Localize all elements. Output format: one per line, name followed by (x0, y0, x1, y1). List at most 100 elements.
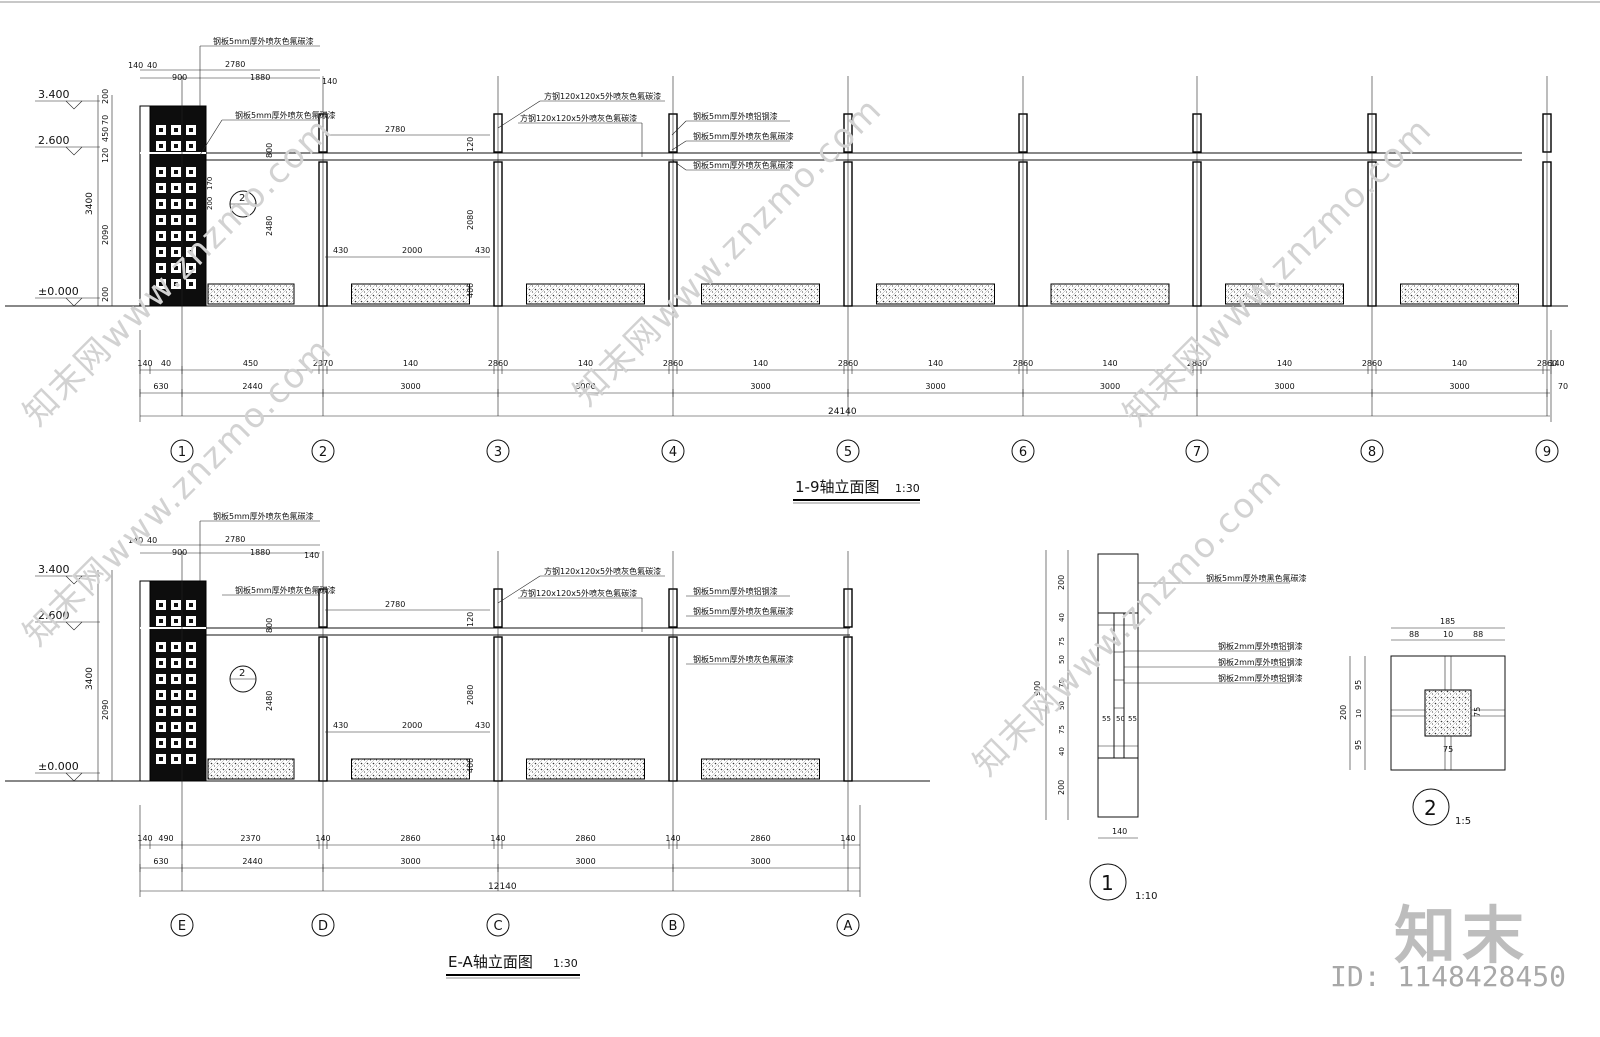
panel-hole (171, 658, 181, 668)
panel-hole (156, 167, 166, 177)
detail-1-outline (1097, 553, 1139, 818)
dim-label: 140 (1549, 359, 1564, 368)
bench (1400, 283, 1519, 305)
dim-3400: 3400 (85, 192, 95, 215)
panel-hole (156, 183, 166, 193)
panel-hole (186, 754, 196, 764)
dim-label: 70 (1558, 382, 1568, 391)
detail-1-bubble (1089, 863, 1127, 901)
panel-hole (171, 616, 181, 626)
dim-label: 2440 (242, 382, 262, 391)
dim-label: 140 (928, 359, 943, 368)
d1-dim-40-bottom: 40 (1058, 747, 1066, 756)
dim-label: 140 (753, 359, 768, 368)
dim-2080: 2080 (466, 210, 475, 230)
bench (351, 758, 470, 780)
panel-hole (171, 215, 181, 225)
dim-top-1880-ea: 1880 (250, 548, 270, 557)
axis-bubble (836, 439, 860, 463)
panel-hole (171, 722, 181, 732)
panel-hole (171, 125, 181, 135)
dim-label: 2860 (663, 359, 683, 368)
dim-top-40-ea: 40 (147, 536, 157, 545)
dim-2000: 2000 (402, 246, 422, 255)
axis-label: 5 (844, 445, 852, 460)
panel-hole (171, 247, 181, 257)
dim-2090-ea: 2090 (101, 700, 110, 720)
panel-hole (186, 738, 196, 748)
dim-label: 2860 (1537, 359, 1557, 368)
dim-2080-ea: 2080 (466, 685, 475, 705)
axis-bubble (661, 913, 685, 937)
level-3400-ea: 3.400 (35, 563, 100, 585)
scale-1-9: 1:30 (895, 482, 920, 495)
panel-hole (186, 199, 196, 209)
dim-label: 3000 (575, 382, 595, 391)
d1-note-0: 钢板5mm厚外喷黑色氟碳漆 (1206, 573, 1307, 583)
axis-bubble (1011, 439, 1035, 463)
d2-dim-95b: 95 (1354, 740, 1363, 750)
panel-hole (156, 600, 166, 610)
level-0000-label: ±0.000 (38, 285, 79, 298)
d1-note-2: 钢板2mm厚外喷铝钢漆 (1218, 657, 1303, 667)
axis-label: 8 (1368, 445, 1376, 460)
dim-label: 2440 (242, 857, 262, 866)
bench (526, 758, 645, 780)
dim-3400-ea: 3400 (85, 667, 95, 690)
detail-2-bubble (1412, 788, 1450, 826)
panel-hole (156, 690, 166, 700)
axis-bubble (486, 913, 510, 937)
dim-top-140b-ea: 140 (304, 551, 319, 560)
d1-dim-55b: 55 (1128, 715, 1137, 723)
note-right-1-ea: 钢板5mm厚外喷铝钢漆 (693, 586, 778, 596)
d1-note-3: 钢板2mm厚外喷铝钢漆 (1218, 673, 1303, 683)
dim-2000-ea: 2000 (402, 721, 422, 730)
axis-label: A (844, 919, 853, 934)
d1-dim-50-bottom: 50 (1058, 701, 1066, 710)
posts-ea (181, 551, 853, 891)
panel-hole (171, 706, 181, 716)
level-3400: 3.400 (35, 88, 100, 110)
bench (1050, 283, 1170, 305)
dim-label: 3000 (400, 382, 420, 391)
panel-holes (156, 125, 196, 289)
panel-hole (156, 279, 166, 289)
dim-430-right-ea: 430 (475, 721, 490, 730)
dim-top-140b: 140 (322, 77, 337, 86)
panel-hole (171, 167, 181, 177)
panel-hole (156, 738, 166, 748)
bench (207, 758, 295, 780)
dim-label: 490 (158, 834, 173, 843)
dim-label: 140 (840, 834, 855, 843)
panel-hole (156, 231, 166, 241)
axis-bubble (836, 913, 860, 937)
dim-800-ea: 800 (265, 618, 274, 633)
note-panel-plate: 钢板5mm厚外喷灰色氟碳漆 (235, 110, 336, 120)
panel-hole (186, 642, 196, 652)
panel-hole (186, 167, 196, 177)
dim-2480: 2480 (265, 216, 274, 236)
axis-bubble (486, 439, 510, 463)
bench (351, 283, 470, 305)
d1-dim-200-top: 200 (1057, 575, 1066, 590)
panel-hole (186, 279, 196, 289)
panel-hole (156, 199, 166, 209)
d1-dim-55a: 55 (1102, 715, 1111, 723)
detail-1: 900 200 40 75 50 70 50 75 40 200 55 50 5… (1033, 550, 1307, 902)
panel-edge-post (139, 105, 151, 307)
dim-120-mid: 120 (466, 137, 475, 152)
level-3400-ea-label: 3.400 (38, 563, 70, 576)
axis-label: 4 (669, 445, 677, 460)
dim-70: 70 (101, 115, 110, 125)
dim-label: 3000 (575, 857, 595, 866)
dim-label: 140 (137, 834, 152, 843)
bench (526, 283, 645, 305)
d2-dim-95a: 95 (1354, 680, 1363, 690)
dim-label: 3000 (925, 382, 945, 391)
note-tube-inner: 方钢120x120x5外喷灰色氟碳漆 (520, 113, 637, 123)
dim-label: 3000 (1100, 382, 1120, 391)
panel-hole (186, 183, 196, 193)
panel-hole (186, 263, 196, 273)
level-2600-label: 2.600 (38, 134, 70, 147)
